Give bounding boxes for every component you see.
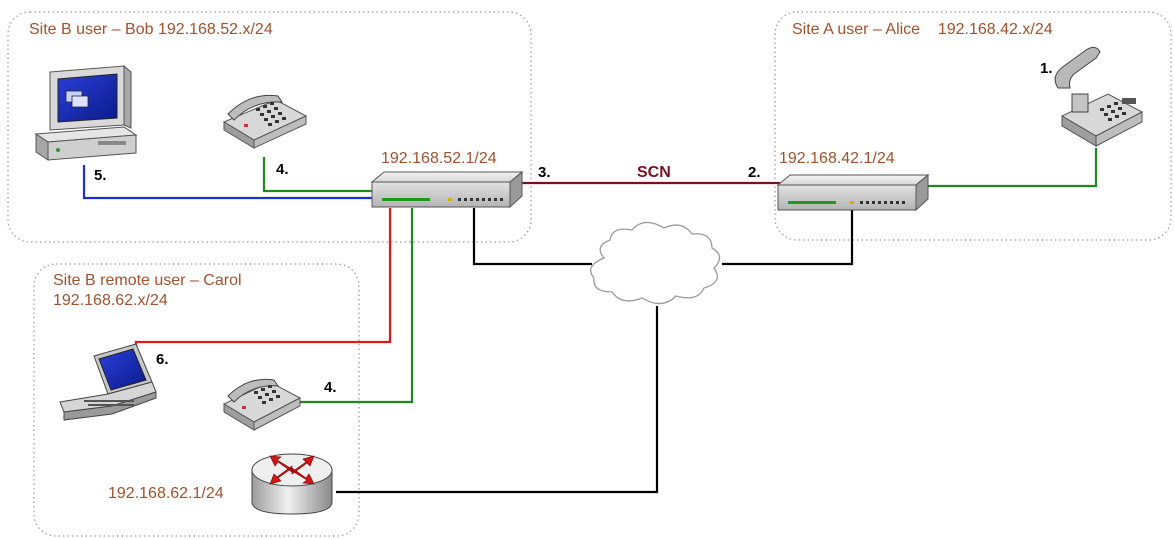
gateway-a-ip-link [722,210,854,266]
desk-phone-icon [222,378,302,431]
scn-label: SCN [637,164,671,181]
carol-phone-link [300,208,414,404]
site-b-user-label: Site B user – Bob 192.168.52.x/24 [29,21,273,38]
laptop-icon [59,343,157,421]
bob-phone-link [262,157,372,193]
step-6-label: 6. [156,351,169,368]
site-b-remote-zone [33,263,360,537]
remote-router-address: 192.168.62.1/24 [108,485,224,502]
ip-network-cloud-icon [590,221,721,305]
site-b-remote-subnet: 192.168.62.x/24 [53,292,168,309]
alice-phone-link [926,148,1098,188]
site-b-user-zone [7,11,532,243]
step-3-label: 3. [538,164,551,181]
desk-phone-icon [222,94,308,149]
step-1-label: 1. [1040,60,1053,77]
remote-router-ip-link [336,306,659,494]
site-b-remote-label: Site B remote user – Carol [53,272,242,289]
gateway-device-icon [370,170,524,209]
site-a-user-label: Site A user – Alice 192.168.42.x/24 [792,21,1053,38]
step-4-bob-label: 4. [276,161,289,178]
gateway-b-ip-link [472,208,592,266]
router-icon [251,453,333,515]
gateway-device-icon [776,173,930,212]
desk-phone-icon [1054,46,1144,147]
gateway-a-address: 192.168.42.1/24 [779,150,895,167]
step-5-label: 5. [94,167,107,184]
bob-pc-link [82,165,372,200]
site-a-user-zone [774,11,1172,241]
desktop-computer-icon [34,64,138,161]
step-2-label: 2. [748,164,761,181]
step-4-carol-label: 4. [324,379,337,396]
connections [82,148,1098,494]
gateway-b-address: 192.168.52.1/24 [381,150,497,167]
